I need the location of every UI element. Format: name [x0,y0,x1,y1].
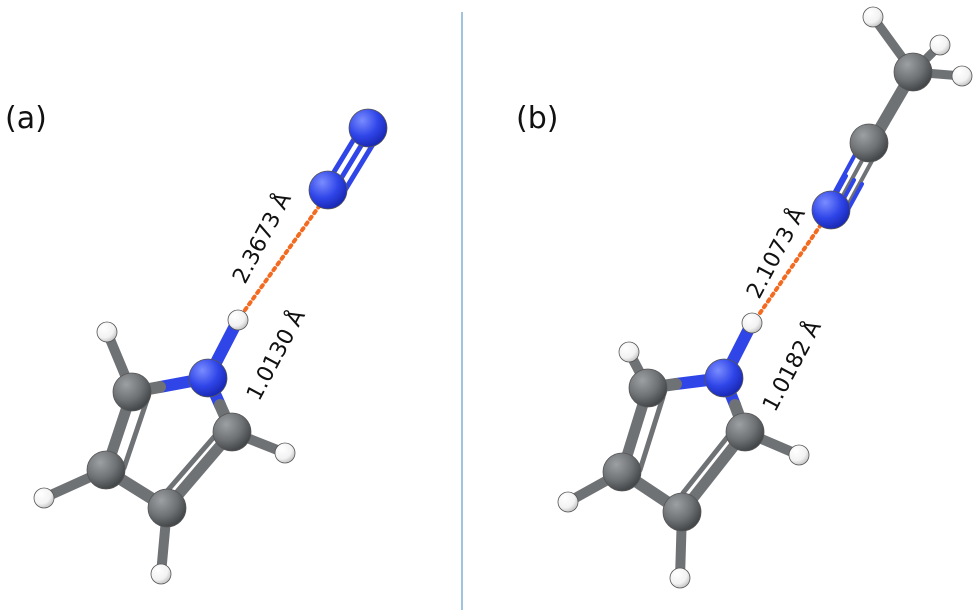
panel-a-hydrogen-bond [243,203,322,312]
hydrogen-atom [150,563,172,585]
hydrogen-atom [951,65,973,87]
carbon-atom [628,368,668,408]
nitrogen-atom [188,358,228,398]
panel-a-atoms [33,108,388,585]
hydrogen-atom [741,312,763,334]
panel-a-nh-bond-length: 1.0130 Å [240,305,310,405]
nitrogen-atom [308,170,348,210]
panel-b-label: (b) [516,101,558,136]
hydrogen-atom [929,34,951,56]
hydrogen-atom [96,321,118,343]
panel-a-hbond-distance: 2.3673 Å [226,188,296,288]
hydrogen-atom [862,6,884,28]
panel-b-nh-bond-length: 1.0182 Å [756,316,826,416]
carbon-atom [849,123,889,163]
carbon-atom [112,372,152,412]
hydrogen-atom [33,487,55,509]
panel-b-atoms [557,6,973,589]
carbon-atom [602,452,642,492]
panel-a-label: (a) [5,101,47,136]
hydrogen-atom [788,444,810,466]
nitrogen-atom [811,190,851,230]
carbon-atom [147,488,187,528]
nitrogen-atom [348,108,388,148]
carbon-atom [725,412,765,452]
hydrogen-atom [274,442,296,464]
panel-b-hydrogen-bond [758,224,822,315]
hydrogen-atom [227,309,249,331]
carbon-atom [86,450,126,490]
hydrogen-atom [557,491,579,513]
hydrogen-atom [618,341,640,363]
nitrogen-atom [704,358,744,398]
panel-b: (b) [516,6,973,589]
carbon-atom [893,52,933,92]
carbon-atom [662,492,702,532]
hydrogen-atom [669,567,691,589]
panel-a: (a) [5,101,388,585]
carbon-atom [212,412,252,452]
